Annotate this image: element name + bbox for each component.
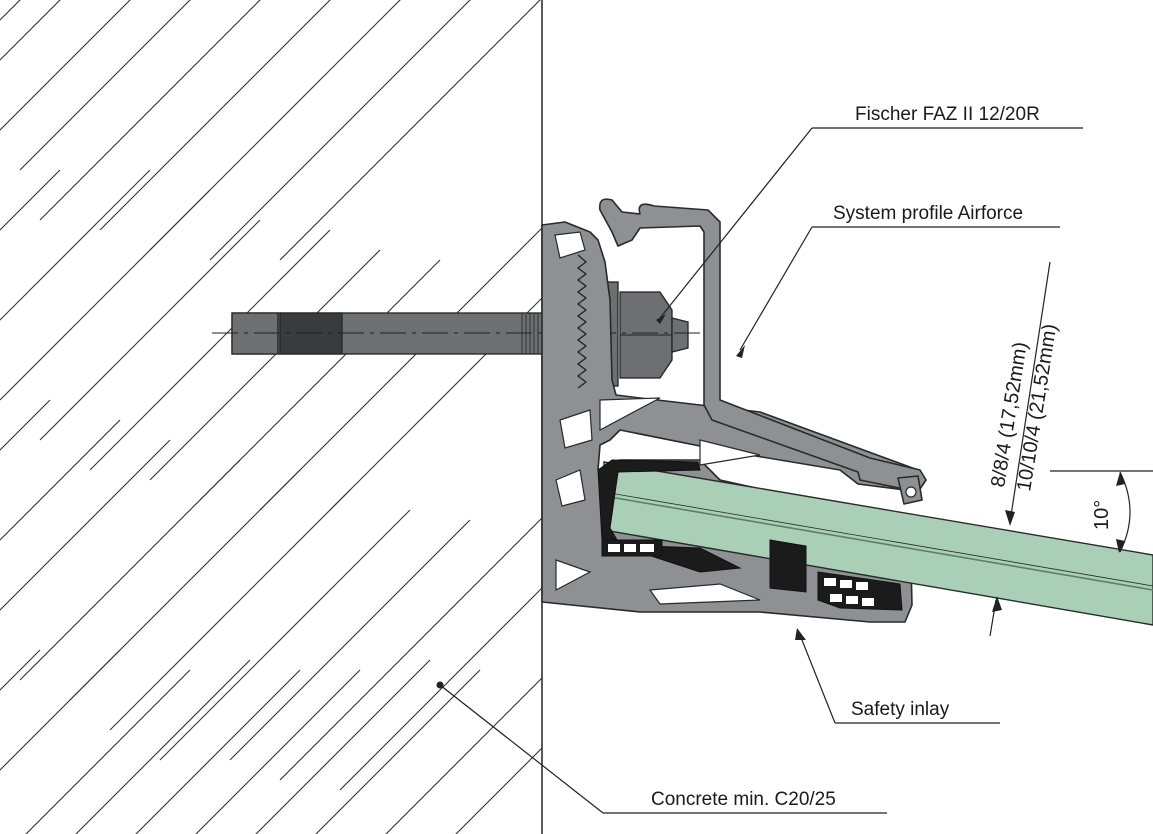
profile-void xyxy=(555,469,586,507)
concrete-wall xyxy=(0,0,543,834)
serrated-face xyxy=(576,254,588,389)
anchor-bolt xyxy=(212,281,700,387)
profile-void xyxy=(648,583,761,605)
profile-void xyxy=(559,409,593,449)
gasket-left xyxy=(597,459,742,573)
profile-void xyxy=(599,397,661,431)
concrete-hatching xyxy=(0,0,542,834)
profile-void xyxy=(555,559,592,591)
profile-void xyxy=(554,231,586,259)
gaskets xyxy=(597,459,903,611)
anchor-label: Fischer FAZ II 12/20R xyxy=(855,104,1040,125)
concrete-label: Concrete min. C20/25 xyxy=(651,789,836,810)
safety-inlay-block xyxy=(769,539,807,593)
safety-inlay-label: Safety inlay xyxy=(851,699,950,720)
thickness-dimension xyxy=(989,261,1051,637)
profile-cap xyxy=(598,198,927,493)
leader-lines xyxy=(436,127,1083,814)
angle-label: 10° xyxy=(1091,500,1113,530)
angle-dimension xyxy=(1050,470,1153,553)
glass-interlayer xyxy=(603,495,1153,591)
bolt-end xyxy=(671,317,689,353)
clip-hole xyxy=(905,486,917,498)
profile-void xyxy=(699,439,761,466)
profile-label: System profile Airforce xyxy=(833,203,1023,224)
